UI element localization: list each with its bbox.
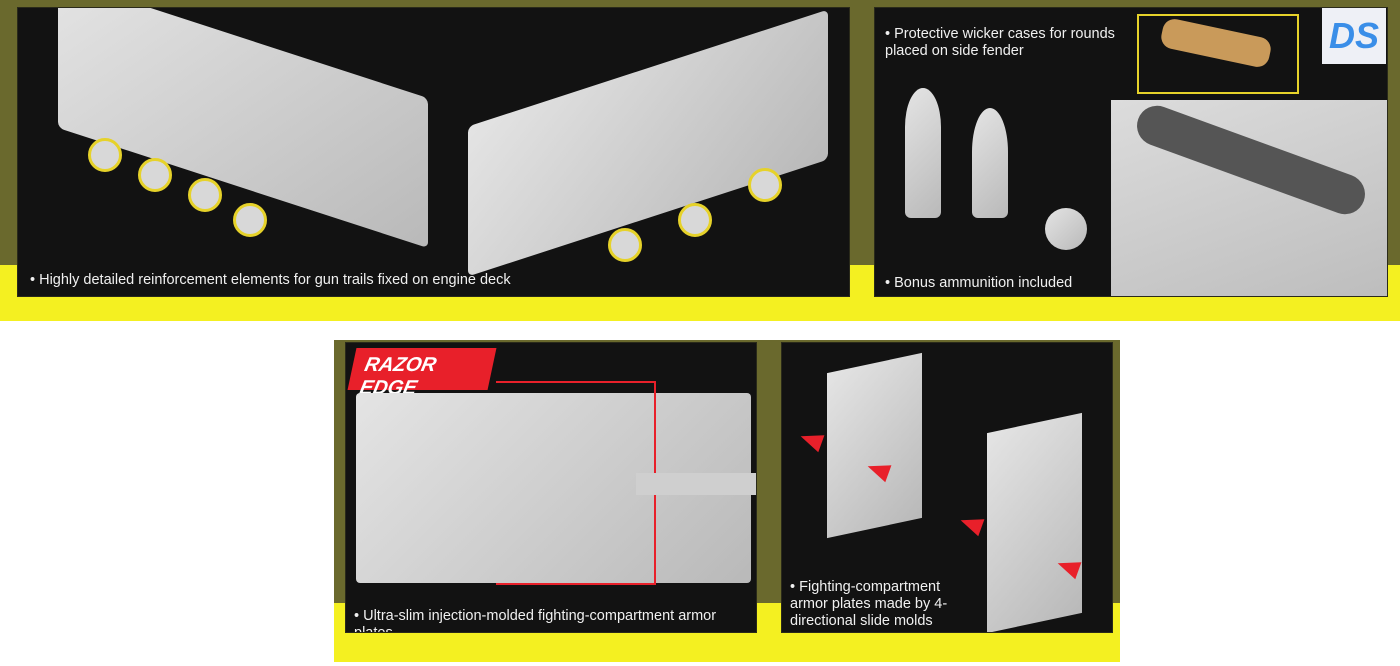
engine-deck-panel: Highly detailed reinforcement elements f… bbox=[17, 7, 850, 297]
razor-edge-badge: RAZOR EDGE bbox=[347, 348, 497, 399]
road-wheel-image bbox=[748, 168, 782, 202]
wicker-case-image bbox=[1159, 16, 1273, 70]
road-wheel-image bbox=[233, 203, 267, 237]
armor-plate-right-image bbox=[987, 412, 1082, 632]
tank-hull-image-2 bbox=[468, 9, 828, 277]
ds-logo: DS bbox=[1322, 8, 1386, 64]
road-wheel-image bbox=[608, 228, 642, 262]
cartridge-case-image bbox=[1045, 208, 1087, 250]
wicker-case-callout bbox=[1137, 14, 1299, 94]
razor-edge-caption: Ultra-slim injection-molded fighting-com… bbox=[354, 608, 756, 632]
armor-plates-caption: Fighting-compartment armor plates made b… bbox=[790, 579, 980, 630]
armor-plate-left-image bbox=[827, 352, 922, 539]
fender-detail-image bbox=[1111, 100, 1387, 296]
armor-highlight bbox=[496, 381, 656, 585]
shell-image bbox=[972, 108, 1008, 218]
gun-barrel-image bbox=[636, 473, 756, 495]
road-wheel-image bbox=[138, 158, 172, 192]
bonus-ammo-caption: Bonus ammunition included bbox=[885, 275, 1072, 292]
engine-deck-caption: Highly detailed reinforcement elements f… bbox=[30, 272, 511, 289]
road-wheel-image bbox=[678, 203, 712, 237]
road-wheel-image bbox=[188, 178, 222, 212]
armor-plates-panel: Fighting-compartment armor plates made b… bbox=[781, 342, 1113, 633]
road-wheel-image bbox=[88, 138, 122, 172]
arrow-icon bbox=[797, 427, 825, 453]
arrow-icon bbox=[957, 511, 985, 537]
razor-edge-panel: RAZOR EDGE Ultra-slim injection-molded f… bbox=[345, 342, 757, 633]
wicker-case-on-fender bbox=[1131, 100, 1371, 220]
shell-image bbox=[905, 88, 941, 218]
wicker-cases-caption: Protective wicker cases for rounds place… bbox=[885, 26, 1130, 60]
ammo-panel: Protective wicker cases for rounds place… bbox=[874, 7, 1388, 297]
